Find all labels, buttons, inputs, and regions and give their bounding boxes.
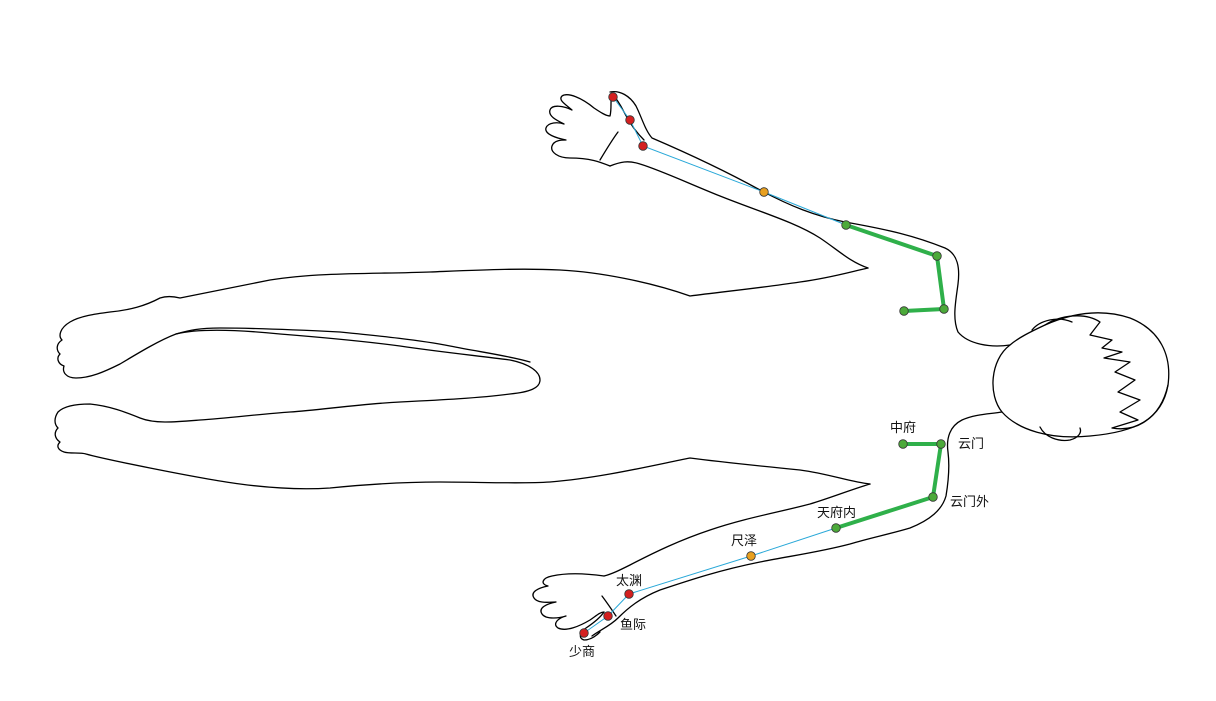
lower-hand-crease	[601, 595, 617, 617]
lower-shoulder-outline	[591, 411, 1003, 637]
acupoint-tianfunei[interactable]	[831, 523, 841, 533]
acupoint-upper-yunmen[interactable]	[939, 304, 949, 314]
acupoint-upper-wrist[interactable]	[638, 141, 648, 151]
upper-meridian-thin-line	[612, 96, 847, 226]
acupoint-shaoshang[interactable]	[579, 628, 589, 638]
lower-meridian-thick-line	[834, 442, 943, 530]
acupoint-yunmen[interactable]	[936, 439, 946, 449]
upper-arm-points	[608, 92, 949, 316]
label-yunmen: 云门	[958, 437, 984, 452]
ear-outline-top	[1031, 318, 1073, 331]
label-taiyuan: 太渊	[616, 574, 642, 589]
upper-hand-outline	[545, 93, 613, 167]
acupoint-upper-thumb[interactable]	[608, 92, 618, 102]
acupoint-yuji[interactable]	[603, 611, 613, 621]
upper-arm-lower-outline	[609, 161, 869, 269]
upper-hand-crease	[599, 131, 619, 161]
torso-upper-outline	[54, 267, 871, 490]
acupoint-upper-palm[interactable]	[625, 115, 635, 125]
label-yuji: 鱼际	[620, 617, 646, 633]
acupoint-upper-elbow[interactable]	[759, 187, 769, 197]
acupoint-upper-shoulder[interactable]	[932, 251, 942, 261]
body-outline	[54, 90, 1170, 641]
upper-meridian-thick-line	[844, 223, 946, 313]
acupoint-chize[interactable]	[746, 551, 756, 561]
acupoint-taiyuan[interactable]	[624, 589, 634, 599]
head-outline	[992, 312, 1170, 438]
label-yunmenwai: 云门外	[950, 495, 989, 510]
label-tianfunei: 天府内	[817, 505, 856, 521]
acupoint-zhongfu[interactable]	[898, 439, 908, 449]
meridian-lines	[583, 96, 946, 634]
ear-outline	[1039, 426, 1082, 442]
label-zhongfu: 中府	[890, 421, 916, 436]
inner-leg-outline	[175, 327, 531, 363]
lower-arm-upper-outline	[603, 483, 871, 577]
label-chize: 尺泽	[731, 534, 757, 549]
label-shaoshang: 少商	[569, 645, 595, 660]
point-labels: 中府 云门 云门外 天府内 尺泽 太渊 鱼际 少商	[569, 421, 989, 660]
acupoint-upper-arm[interactable]	[841, 220, 851, 230]
hair-outline	[1044, 315, 1169, 430]
lower-hand-outline	[532, 573, 605, 630]
acupoint-upper-zhongfu[interactable]	[899, 306, 909, 316]
lower-arm-points	[579, 439, 946, 638]
upper-shoulder-outline	[609, 90, 1011, 347]
acupoint-yunmenwai[interactable]	[928, 492, 938, 502]
